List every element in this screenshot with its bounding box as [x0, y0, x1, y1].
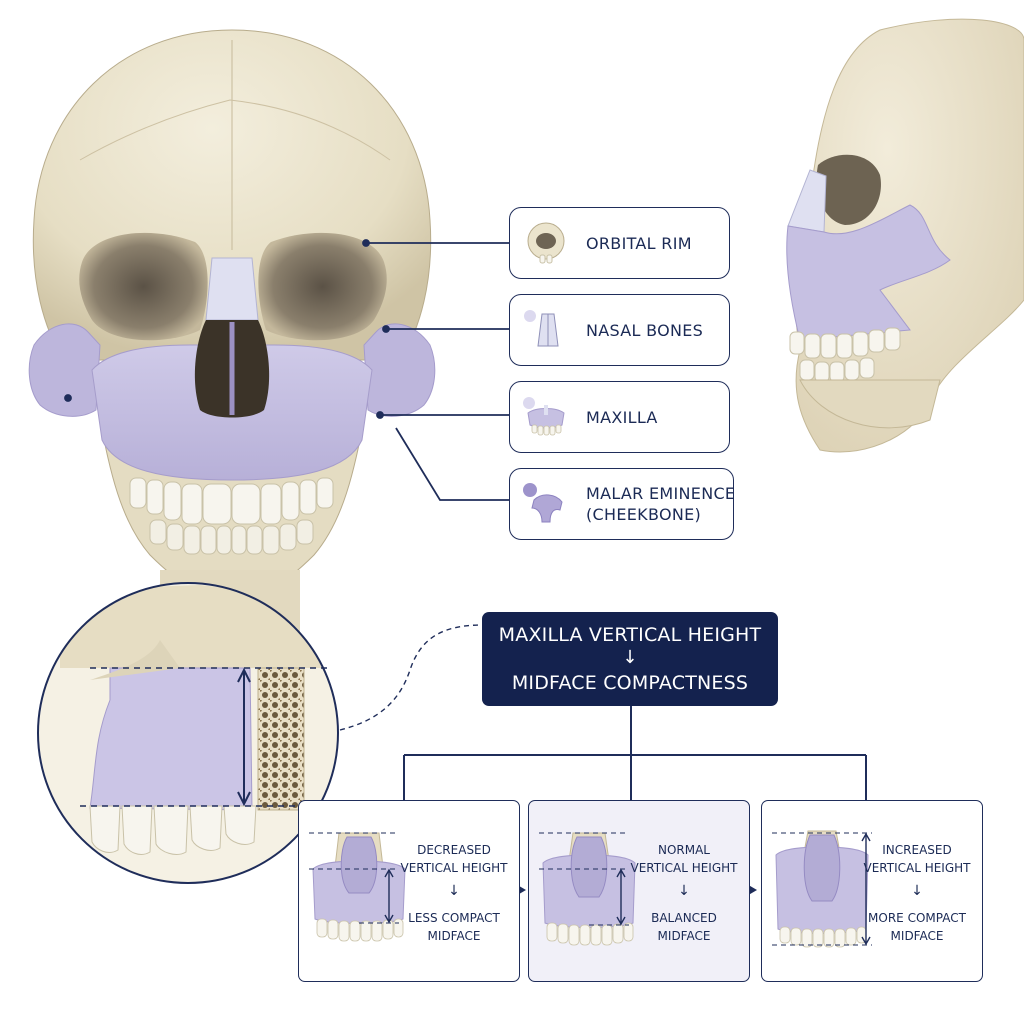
maxilla-thumbnail	[523, 397, 565, 436]
frontal-skull	[28, 29, 436, 640]
lateral-maxilla	[786, 204, 951, 341]
label-orbital-rim: ORBITAL RIM	[509, 207, 730, 279]
label-nasal-bones-text: NASAL BONES	[586, 320, 704, 340]
label-malar-line1: MALAR EMINENCE	[586, 484, 736, 503]
panel-increased: INCREASED VERTICAL HEIGHT ↓ MORE COMPACT…	[761, 800, 983, 982]
decreased-arrow: ↓	[448, 883, 460, 899]
normal-line2: VERTICAL HEIGHT	[630, 861, 738, 875]
label-malar-line2: (CHEEKBONE)	[586, 505, 702, 524]
decreased-line2: VERTICAL HEIGHT	[400, 861, 508, 875]
increased-maxilla-thumbnail	[772, 830, 872, 948]
title-line2: MIDFACE COMPACTNESS	[511, 672, 749, 694]
normal-line3: BALANCED	[651, 911, 717, 925]
orbital-rim-thumbnail	[527, 222, 565, 264]
title-box: MAXILLA VERTICAL HEIGHT ↓ MIDFACE COMPAC…	[482, 612, 778, 706]
zoom-inset	[37, 582, 339, 884]
left-orbit	[79, 232, 208, 341]
increased-arrow: ↓	[911, 883, 923, 899]
label-nasal-bones: NASAL BONES	[509, 294, 730, 366]
lateral-nasal	[787, 169, 827, 233]
increased-line2: VERTICAL HEIGHT	[863, 861, 971, 875]
decreased-line4: MIDFACE	[427, 929, 481, 943]
normal-maxilla-thumbnail	[539, 832, 636, 946]
normal-line1: NORMAL	[657, 843, 710, 857]
normal-arrow: ↓	[678, 883, 690, 899]
right-orbit	[258, 232, 387, 341]
title-arrow: ↓	[622, 647, 638, 668]
malar-right	[363, 323, 436, 417]
label-maxilla: MAXILLA	[509, 381, 730, 453]
decreased-line3: LESS COMPACT	[408, 911, 500, 925]
increased-line1: INCREASED	[882, 843, 952, 857]
nasal-bones-thumbnail	[524, 310, 559, 347]
malar-eminence-thumbnail	[523, 483, 563, 523]
label-leaders	[64, 239, 509, 501]
normal-line4: MIDFACE	[657, 929, 711, 943]
zoom-maxilla	[89, 667, 253, 811]
decreased-maxilla-thumbnail	[309, 832, 406, 942]
panel-normal: NORMAL VERTICAL HEIGHT ↓ BALANCED MIDFAC…	[528, 800, 750, 982]
label-maxilla-text: MAXILLA	[586, 407, 658, 427]
increased-line4: MIDFACE	[890, 929, 944, 943]
lower-teeth	[149, 519, 314, 555]
zoom-connector	[339, 624, 483, 731]
tree-connectors	[403, 706, 867, 800]
title-line1: MAXILLA VERTICAL HEIGHT	[498, 624, 762, 646]
lateral-skull	[786, 18, 1024, 453]
panel-decreased: DECREASED VERTICAL HEIGHT ↓ LESS COMPACT…	[298, 800, 520, 982]
malar-left	[28, 323, 101, 417]
lateral-orbit	[816, 154, 881, 225]
increased-line3: MORE COMPACT	[868, 911, 966, 925]
decreased-line1: DECREASED	[417, 843, 491, 857]
nasal-bones-front	[205, 257, 259, 321]
label-malar-eminence: MALAR EMINENCE (CHEEKBONE)	[509, 468, 736, 540]
upper-teeth	[129, 477, 334, 525]
label-orbital-rim-text: ORBITAL RIM	[586, 233, 692, 253]
